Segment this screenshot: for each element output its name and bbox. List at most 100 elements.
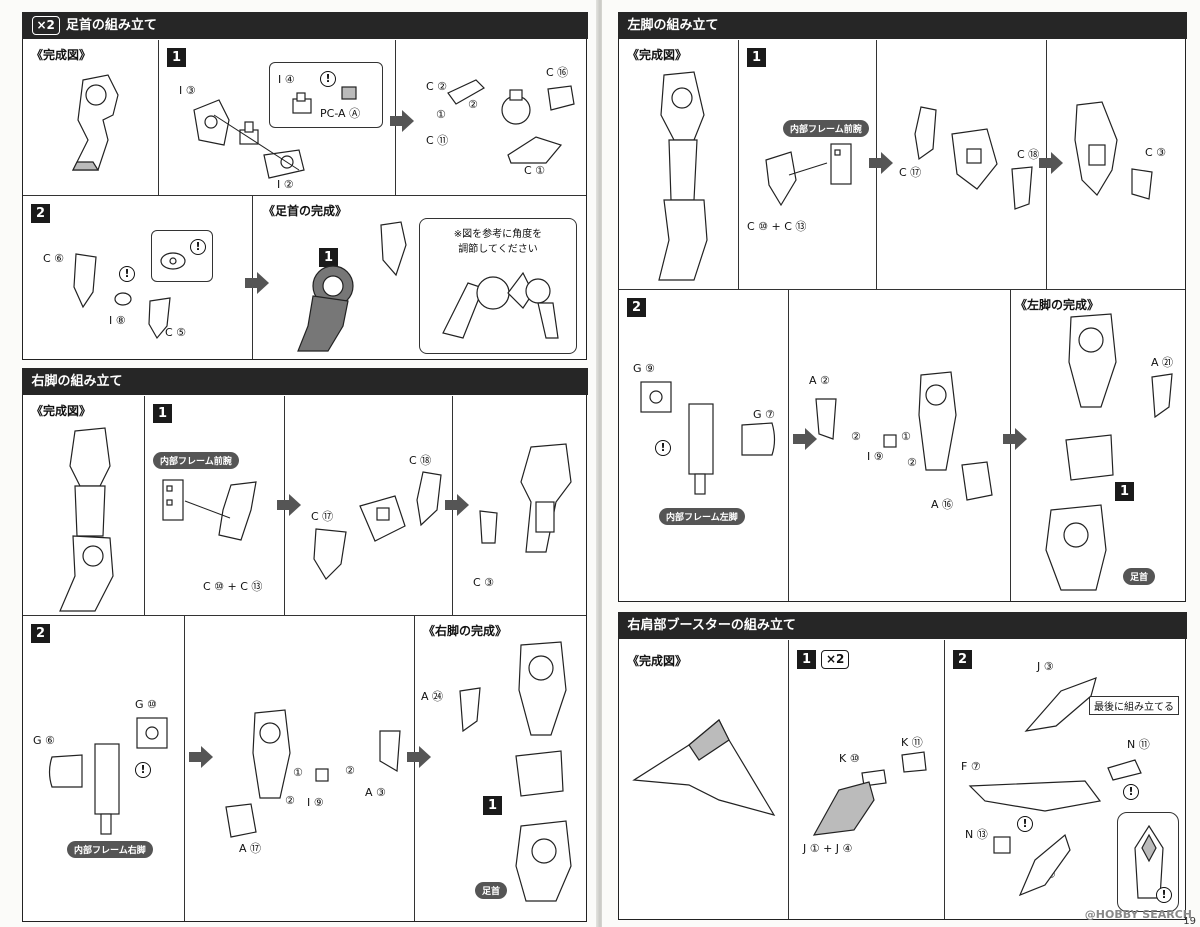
ankle-complete-cell: 《足首の完成》 1 ※図を参考に角度を 調節してください [245,196,586,359]
booster-k11-part [901,751,927,773]
step1c-cell: C ③ [445,396,586,616]
part-label: C ⑱ [409,454,432,467]
part-label: I ⑨ [867,450,884,463]
frame-label: 内部フレーム右脚 [67,841,153,858]
forearm-c17 [914,106,937,161]
detail-part [1134,824,1164,899]
detail-callout: ! [1117,812,1179,912]
ankle-c5-part [148,297,171,340]
angle-reference-illustration [442,271,559,339]
completed-view-cell: 《完成図》 [619,640,789,919]
part-label: PC-A Ⓐ [320,107,361,120]
step2-cell: 2 G ⑨ G ⑦ 内部フレーム左脚 ! [619,290,789,601]
completed-caption: 《完成図》 [31,404,92,418]
caution-icon: ! [119,266,135,282]
leg-g9-part [640,381,672,413]
step1-cell: 1 内部フレーム前腕 C ⑩ + C ⑬ [739,40,877,290]
step-number: 1 [319,248,338,267]
right-leg-frame [94,743,120,835]
right-leg-complete-cell: 《右脚の完成》 A ㉔ 1 足首 [407,616,586,921]
pc-part [341,86,357,100]
forearm-assembly [359,495,406,542]
part-label: C ⑰ [311,510,334,523]
quantity-badge: ×2 [31,15,60,35]
left-leg-upper-complete [1068,313,1117,408]
detail-part [160,252,186,270]
step-number: 1 [747,48,766,67]
step-number: 1 [153,404,172,423]
part-label: J ① + J ④ [803,842,853,855]
step2-cell: 2 G ⑩ G ⑥ 内部フレーム右脚 ! [23,616,185,921]
assembly-line [213,114,300,171]
forearm-c18 [416,471,442,527]
page-number: 19 [1183,916,1196,927]
forearm-frame [162,479,184,521]
ankle-assembly-section: ×2 足首の組み立て 《完成図》 1 I ③ I ② [21,11,588,360]
forearm-assembly [951,128,998,190]
forearm-armor [765,151,797,207]
frame-label: 内部フレーム前腕 [153,452,239,469]
step-order-marker: ② [285,794,295,807]
done-caption: 《左脚の完成》 [1015,298,1100,312]
part-label: C ⑩ + C ⑬ [203,580,263,593]
right-leg-upper [252,709,291,799]
left-leg-assembly-section: 左脚の組み立て 《完成図》 1 内部フレーム前腕 C ⑩ + C ⑬ C ⑰ C… [617,11,1187,602]
forearm-c3 [479,510,498,544]
frame-label: 内部フレーム前腕 [783,120,869,137]
done-caption: 《右脚の完成》 [423,624,508,638]
part-label: J ③ [1037,660,1054,673]
forearm-c17 [313,528,347,580]
part-label: N ⑬ [965,828,988,841]
step1b-cell: C ② C ⑪ C ⑯ C ① ① ② [390,40,586,196]
step2-cell: 2 J ③ F ⑦ N ⑪ N ⑬ J ② 最後に組み立てる ! ! ! [945,640,1185,919]
step-number: 1 [167,48,186,67]
leg-a21-part [1151,373,1173,419]
part-label: F ⑦ [961,760,981,773]
part-label: C ⑩ + C ⑬ [747,220,807,233]
forearm-c18 [1011,166,1033,210]
forearm-completed [520,443,572,553]
step-number: 2 [31,204,50,223]
part-label: G ⑦ [753,408,775,421]
leg-a16-part [961,461,993,501]
step2b-cell: A ② I ⑨ A ⑯ ① ② ② [789,290,1011,601]
angle-adjust-note: ※図を参考に角度を 調節してください [419,218,577,354]
forearm-frame [830,143,852,185]
part-label: I ④ [278,73,295,86]
forearm-completed [1074,101,1118,196]
booster-j2-part [1018,833,1071,897]
ankle-completed-illustration [72,74,119,171]
left-leg-lower [1065,434,1114,481]
caution-icon: ! [655,440,671,456]
build-last-callout: 最後に組み立てる [1089,696,1179,715]
leg-a17-part [225,803,257,838]
right-leg-lower [515,750,564,797]
step1b-cell: C ⑱ C ⑰ [277,396,453,616]
forearm-armor [218,481,257,541]
part-label: C ① [524,164,546,177]
part-label: C ⑥ [43,252,65,265]
step2b-cell: I ⑨ A ③ A ⑰ ① ② ② [185,616,415,921]
completed-caption: 《完成図》 [627,654,688,668]
section-header: 右脚の組み立て [21,367,588,395]
part-label: A ③ [365,786,386,799]
caution-icon: ! [1017,816,1033,832]
step-order-marker: ② [851,430,861,443]
booster-n13-part [993,836,1011,854]
leg-a3-part [379,730,401,773]
leg-g7-part [741,422,776,456]
quantity-badge: ×2 [821,650,850,669]
part-label: A ㉑ [1151,356,1174,369]
part-label: I ⑨ [307,796,324,809]
booster-assembly-section: 右肩部ブースターの組み立て 《完成図》 1 ×2 K ⑩ K ⑪ J ① + J… [617,611,1187,920]
caution-icon: ! [135,762,151,778]
ankle-c16-part [547,85,575,111]
part-label: C ③ [473,576,495,589]
part-label: K ⑩ [839,752,860,765]
part-label: G ⑩ [135,698,157,711]
booster-n11-part [1107,759,1142,781]
caution-icon: ! [320,71,336,87]
detail-callout: ! [151,230,213,282]
left-leg-complete-cell: 《左脚の完成》 A ㉑ 1 足首 [1003,290,1185,601]
leg-a24-part [459,687,481,733]
